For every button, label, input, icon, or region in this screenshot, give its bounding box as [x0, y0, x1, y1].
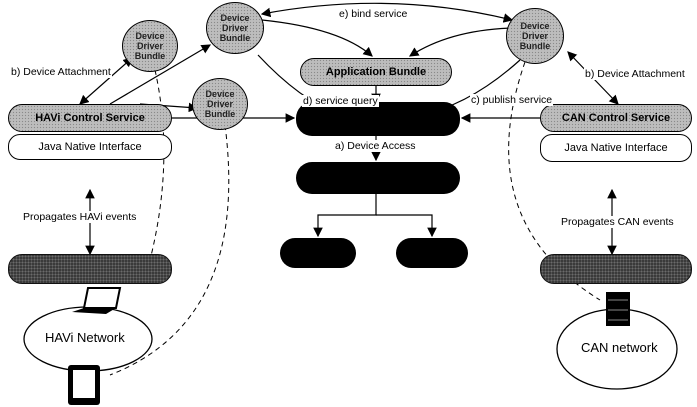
can-java-native-interface[interactable]: Java Native Interface [540, 134, 692, 162]
device-manager-node[interactable] [296, 162, 460, 194]
havi-control-label: HAVi Control Service [35, 112, 145, 124]
right-bundle-to-app-arrow [408, 27, 513, 57]
bundle-label: Device Driver Bundle [519, 21, 551, 51]
device-driver-bundle-left-mid[interactable]: Device Driver Bundle [192, 78, 248, 130]
device-attachment-right-label: b) Device Attachment [584, 68, 686, 80]
can-control-service[interactable]: CAN Control Service [540, 104, 692, 132]
can-device-icon [606, 292, 630, 326]
fork-left-arrow [313, 194, 377, 238]
publish-service-label: c) publish service [470, 94, 554, 106]
can-network-label: CAN network [581, 340, 658, 355]
attach-left-2 [109, 44, 212, 105]
havi-control-service[interactable]: HAVi Control Service [8, 104, 172, 132]
can-jni-label: Java Native Interface [564, 142, 668, 154]
driver-output-right-node[interactable] [396, 238, 468, 268]
propagates-can-label: Propagates CAN events [560, 216, 675, 228]
device-attachment-left-label: b) Device Attachment [10, 66, 112, 78]
havi-jni-label: Java Native Interface [38, 141, 142, 153]
dashed-left-1 [149, 69, 165, 261]
device-driver-bundle-left-top[interactable]: Device Driver Bundle [122, 20, 178, 72]
bundle-label: Device Driver Bundle [134, 31, 166, 61]
attach-left-1 [79, 57, 133, 105]
bind-service-label: e) bind service [338, 8, 409, 20]
bind-to-app-arrow [261, 19, 373, 57]
bind-service-arc [260, 2, 514, 23]
havi-driver-node[interactable] [8, 254, 172, 284]
device-driver-bundle-center-top[interactable]: Device Driver Bundle [206, 2, 264, 54]
dashed-left-2 [109, 124, 230, 376]
laptop-icon [72, 287, 122, 314]
can-driver-node[interactable] [540, 254, 692, 284]
application-bundle[interactable]: Application Bundle [300, 58, 452, 86]
havi-java-native-interface[interactable]: Java Native Interface [8, 134, 172, 160]
fork-right-arrow [376, 214, 437, 238]
device-driver-bundle-right[interactable]: Device Driver Bundle [506, 8, 564, 64]
service-registry-node[interactable] [296, 102, 460, 136]
driver-output-left-node[interactable] [280, 238, 356, 268]
bundle-label: Device Driver Bundle [204, 89, 236, 119]
propagates-havi-label: Propagates HAVi events [22, 211, 138, 223]
havi-network-label: HAVi Network [45, 330, 125, 345]
handheld-icon [68, 365, 100, 405]
device-access-label: a) Device Access [334, 140, 417, 152]
service-query-label: d) service query [302, 95, 379, 107]
application-bundle-label: Application Bundle [325, 66, 427, 78]
bundle-label: Device Driver Bundle [219, 13, 251, 43]
can-control-label: CAN Control Service [561, 112, 671, 124]
